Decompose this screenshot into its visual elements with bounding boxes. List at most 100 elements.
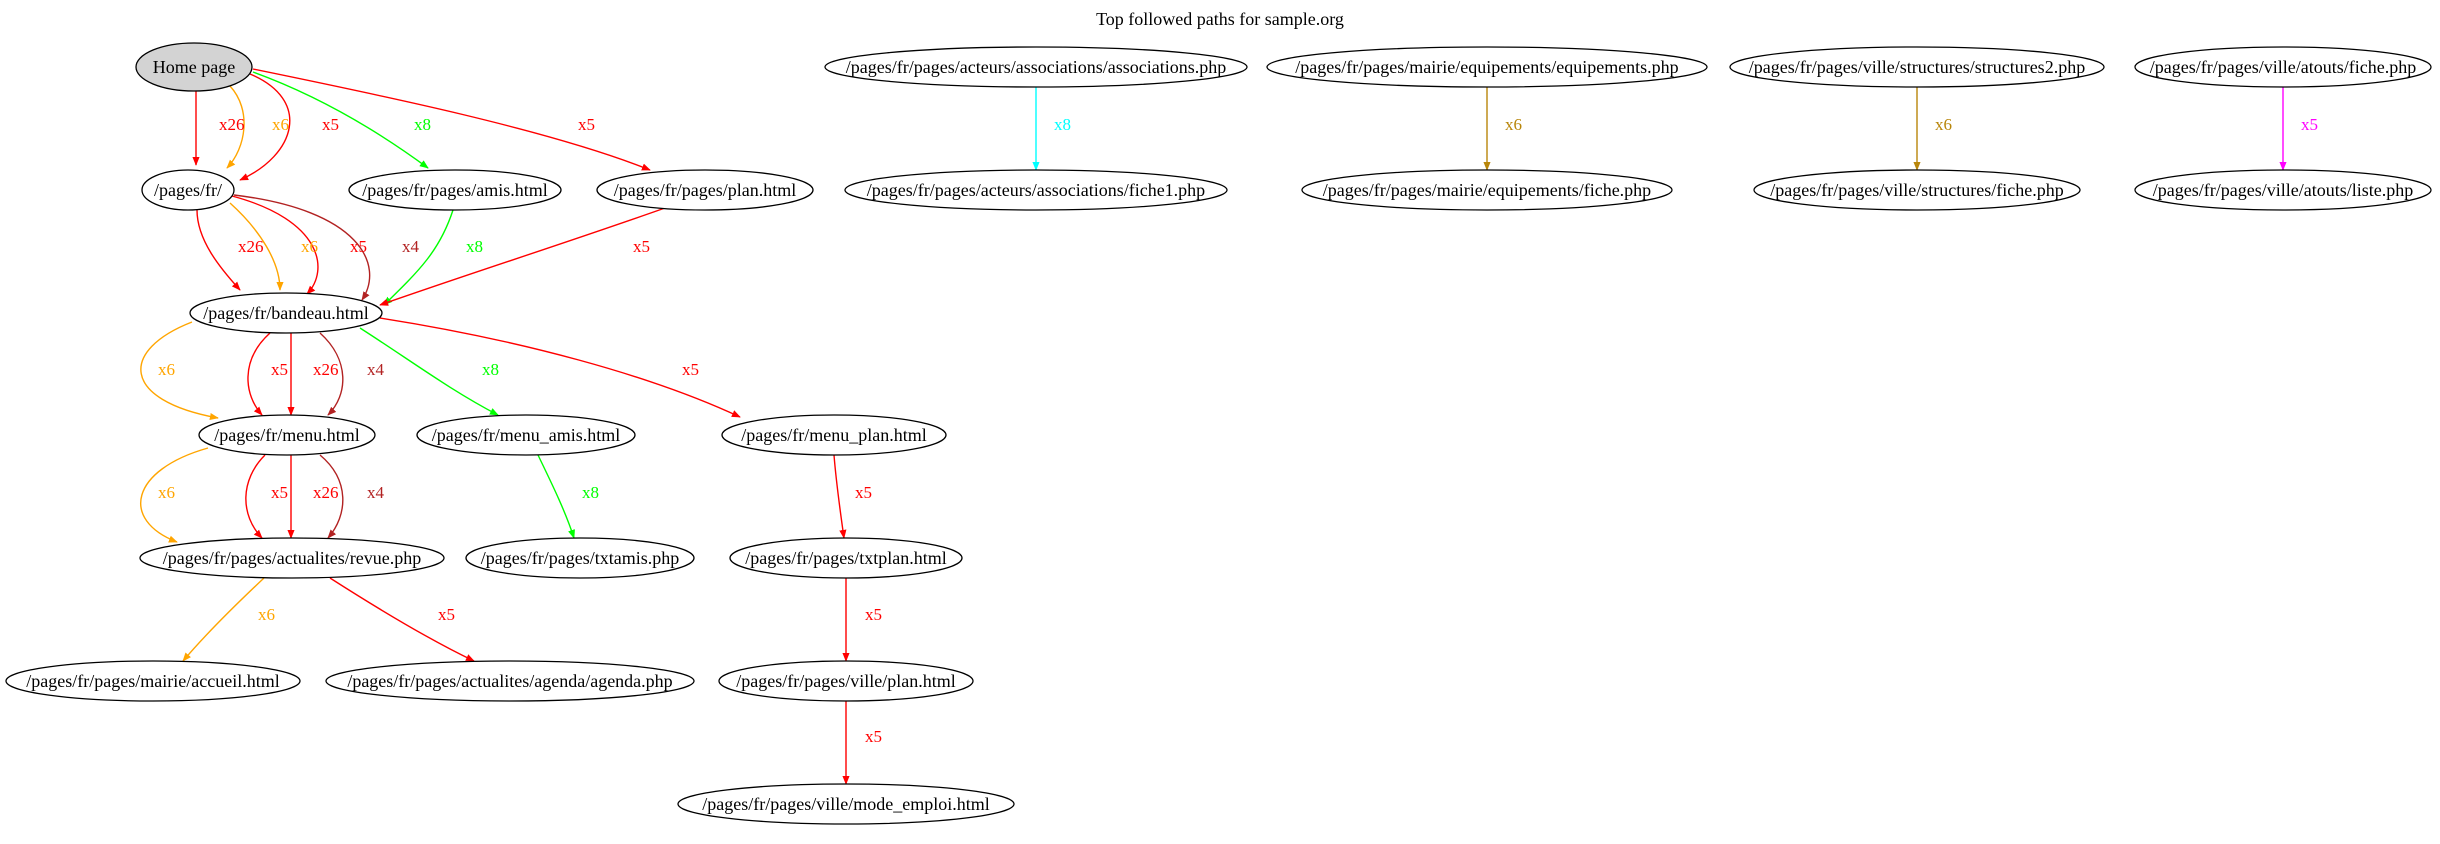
node-label: /pages/fr/pages/amis.html: [362, 180, 547, 200]
edge-label: x8: [582, 483, 599, 502]
edge-label: x5: [438, 605, 455, 624]
node-equip: /pages/fr/pages/mairie/equipements/equip…: [1266, 46, 1708, 88]
edge-label: x5: [865, 605, 882, 624]
node-atoutsliste: /pages/fr/pages/ville/atouts/liste.php: [2134, 169, 2432, 211]
node-ellipse: [824, 46, 1248, 88]
edge-home-to-fr: [226, 85, 245, 169]
edge-label: x26: [238, 237, 264, 256]
node-menu_plan: /pages/fr/menu_plan.html: [721, 414, 947, 456]
node-label: /pages/fr/: [154, 180, 222, 200]
node-villeplan: /pages/fr/pages/ville/plan.html: [718, 660, 974, 702]
edge-bandeau-to-menu: [247, 332, 271, 416]
edge-label: x5: [855, 483, 872, 502]
edge-menu_amis-to-txtamis: [537, 454, 575, 539]
node-plan: /pages/fr/pages/plan.html: [596, 169, 814, 211]
edge-revue-to-accueil: [182, 577, 265, 662]
edge-home-to-amis: [252, 71, 429, 169]
edge-label: x8: [414, 115, 431, 134]
node-ellipse: [2134, 169, 2432, 211]
edge-home-to-plan: [252, 68, 651, 171]
node-ellipse: [1753, 169, 2081, 211]
node-ellipse: [135, 42, 253, 92]
edge-label: x26: [219, 115, 245, 134]
node-label: /pages/fr/pages/ville/structures/structu…: [1749, 57, 2085, 77]
node-revue: /pages/fr/pages/actualites/revue.php: [139, 537, 445, 579]
edge-menu_plan-to-txtplan: [833, 454, 847, 539]
node-ellipse: [677, 783, 1015, 825]
edge-label: x5: [633, 237, 650, 256]
nodes-layer: Home page/pages/fr/ /pages/fr/pages/amis.…: [5, 42, 2432, 825]
node-ellipse: [189, 292, 383, 334]
edge-label: x26: [313, 483, 339, 502]
node-ellipse: [5, 660, 301, 702]
node-assoc: /pages/fr/pages/acteurs/associations/ass…: [824, 46, 1248, 88]
node-ellipse: [139, 537, 445, 579]
node-atoutsfiche: /pages/fr/pages/ville/atouts/fiche.php: [2134, 46, 2432, 88]
node-label: /pages/fr/pages/txtplan.html: [745, 548, 946, 568]
node-mode: /pages/fr/pages/ville/mode_emploi.html: [677, 783, 1015, 825]
node-ellipse: [348, 169, 562, 211]
node-label: /pages/fr/pages/actualites/agenda/agenda…: [347, 671, 672, 691]
edge-label: x5: [322, 115, 339, 134]
node-ellipse: [325, 660, 695, 702]
node-ellipse: [416, 414, 636, 456]
node-label: /pages/fr/pages/actualites/revue.php: [163, 548, 421, 568]
edge-label: x4: [367, 360, 385, 379]
node-label: /pages/fr/menu.html: [214, 425, 359, 445]
node-label: /pages/fr/pages/ville/atouts/fiche.php: [2150, 57, 2416, 77]
edge-label: x6: [158, 483, 175, 502]
edge-home-to-fr: [239, 73, 291, 181]
edge-fr-to-bandeau: [196, 209, 241, 291]
edge-bandeau-to-menu: [140, 321, 219, 421]
edge-amis-to-bandeau: [383, 209, 454, 306]
node-equipfiche: /pages/fr/pages/mairie/equipements/fiche…: [1301, 169, 1673, 211]
edge-label: x8: [482, 360, 499, 379]
edge-fr-to-bandeau: [233, 194, 371, 301]
node-ellipse: [718, 660, 974, 702]
node-menu: /pages/fr/menu.html: [198, 414, 376, 456]
node-fiche1: /pages/fr/pages/acteurs/associations/fic…: [844, 169, 1228, 211]
edge-plan-to-bandeau: [379, 207, 666, 306]
node-label: /pages/fr/pages/acteurs/associations/fic…: [867, 180, 1205, 200]
edge-fr-to-bandeau: [229, 202, 284, 291]
edge-label: x6: [272, 115, 289, 134]
node-label: Home page: [153, 57, 235, 77]
edge-menu-to-revue: [140, 447, 209, 543]
node-label: /pages/fr/bandeau.html: [203, 303, 368, 323]
node-struct2: /pages/fr/pages/ville/structures/structu…: [1729, 46, 2105, 88]
node-menu_amis: /pages/fr/menu_amis.html: [416, 414, 636, 456]
node-agenda: /pages/fr/pages/actualites/agenda/agenda…: [325, 660, 695, 702]
edge-menu-to-revue: [245, 454, 266, 539]
node-fr: /pages/fr/: [141, 169, 235, 211]
edge-label: x5: [350, 237, 367, 256]
edge-menu-to-revue: [319, 454, 344, 539]
edge-bandeau-to-menu_amis: [359, 327, 499, 416]
edge-label: x5: [271, 360, 288, 379]
node-amis: /pages/fr/pages/amis.html: [348, 169, 562, 211]
edge-revue-to-agenda: [329, 577, 475, 662]
edge-label: x4: [367, 483, 385, 502]
node-label: /pages/fr/pages/txtamis.php: [481, 548, 679, 568]
node-structfiche: /pages/fr/pages/ville/structures/fiche.p…: [1753, 169, 2081, 211]
edge-label: x5: [578, 115, 595, 134]
node-label: /pages/fr/menu_plan.html: [741, 425, 926, 445]
node-ellipse: [465, 537, 695, 579]
node-ellipse: [844, 169, 1228, 211]
edge-label: x6: [158, 360, 175, 379]
edge-label: x8: [466, 237, 483, 256]
node-ellipse: [141, 169, 235, 211]
node-ellipse: [1301, 169, 1673, 211]
edge-label: x6: [1505, 115, 1522, 134]
node-label: /pages/fr/pages/mairie/equipements/equip…: [1295, 57, 1678, 77]
edge-labels-layer: x26 x6 x5 x8 x5 x26 x6 x5 x4 x8 x5 x6 x5 x26 x4 x8 x5 x6 x…: [158, 115, 2318, 746]
node-label: /pages/fr/menu_amis.html: [432, 425, 620, 445]
node-accueil: /pages/fr/pages/mairie/accueil.html: [5, 660, 301, 702]
node-ellipse: [2134, 46, 2432, 88]
node-ellipse: [198, 414, 376, 456]
edge-label: x6: [258, 605, 275, 624]
node-ellipse: [1729, 46, 2105, 88]
edge-label: x5: [865, 727, 882, 746]
edge-label: x8: [1054, 115, 1071, 134]
node-label: /pages/fr/pages/mairie/accueil.html: [26, 671, 279, 691]
node-label: /pages/fr/pages/ville/plan.html: [736, 671, 955, 691]
